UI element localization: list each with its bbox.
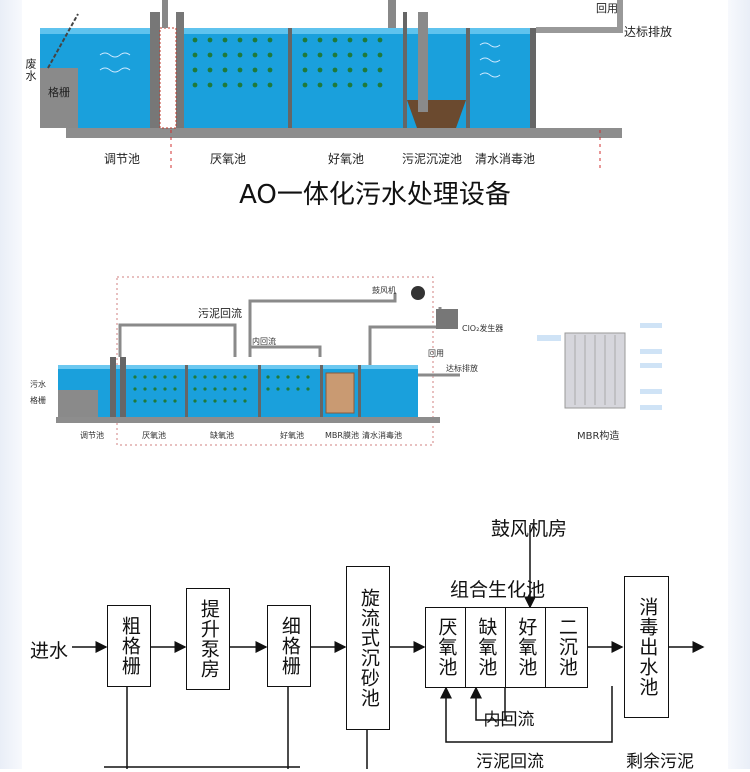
tank-mbr-mid: MBR膜池 bbox=[325, 431, 359, 440]
anoxic-tank-box: 缺氧池 bbox=[464, 606, 507, 688]
sludge-return-label-flow: 污泥回流 bbox=[476, 752, 544, 772]
anaerobic-tank-box: 厌氧池 bbox=[424, 606, 467, 688]
blower-label: 鼓风机 bbox=[372, 286, 396, 295]
tank-regulating-mid: 调节池 bbox=[80, 431, 104, 440]
tank-label-regulating: 调节池 bbox=[104, 152, 141, 166]
flow-connectors bbox=[72, 525, 705, 769]
screen-label-mid: 格栅 bbox=[30, 396, 46, 405]
discharge-label: 达标排放 bbox=[624, 25, 673, 39]
discharge-label-mid: 达标排放 bbox=[446, 364, 478, 373]
aerobic-tank-box: 好氧池 bbox=[504, 606, 547, 688]
clo2-generator-label: ClO₂发生器 bbox=[462, 324, 504, 333]
tank-label-aerobic: 好氧池 bbox=[328, 152, 365, 166]
tank-aerobic-mid: 好氧池 bbox=[280, 431, 304, 440]
secondary-clarifier-box: 二沉池 bbox=[544, 606, 588, 688]
tank-label-anaerobic: 厌氧池 bbox=[210, 152, 247, 166]
inlet-label: 废水 bbox=[24, 58, 37, 82]
aeration-dots bbox=[192, 37, 383, 88]
tank-anaerobic-mid: 厌氧池 bbox=[142, 431, 166, 440]
reuse-label: 回用 bbox=[596, 2, 618, 15]
screen-label: 格栅 bbox=[48, 86, 70, 99]
inlet-label-mid: 污水 bbox=[30, 380, 46, 389]
mbr-structure-caption: MBR构造 bbox=[577, 431, 620, 442]
excess-sludge-label: 剩余污泥 bbox=[626, 752, 694, 772]
lift-pump-box: 提升泵房 bbox=[186, 588, 230, 690]
mbr-process-diagram: 鼓风机 ClO₂发生器 污泥回流 内回流 回用 达标排放 污水 格栅 调节池 厌… bbox=[0, 265, 750, 455]
reuse-label-mid: 回用 bbox=[428, 349, 444, 358]
tank-clearwater-mid: 清水消毒池 bbox=[362, 431, 402, 440]
inlet-label-flow: 进水 bbox=[30, 640, 69, 662]
disinfection-tank-box: 消毒出水池 bbox=[624, 576, 669, 718]
inner-return-box: 内回流 bbox=[483, 710, 535, 731]
coarse-screen-box: 粗格栅 bbox=[107, 605, 151, 687]
tank-label-sludge-settling: 污泥沉淀池 bbox=[402, 152, 463, 166]
tank-label-clearwater: 清水消毒池 bbox=[475, 152, 536, 166]
inner-return-label: 内回流 bbox=[252, 337, 276, 346]
mbr-process-schematic bbox=[56, 276, 662, 446]
tank-anoxic-mid: 缺氧池 bbox=[210, 431, 234, 440]
ao-title: AO一体化污水处理设备 bbox=[239, 180, 511, 210]
process-flowchart: 鼓风机房 组合生化池 进水 粗格栅 提升泵房 细格栅 旋流式沉砂池 厌氧池 缺氧… bbox=[0, 490, 750, 772]
bio-tank-group: 厌氧池 缺氧池 好氧池 二沉池 bbox=[424, 606, 588, 688]
ao-process-diagram: 废水 格栅 回用 达标排放 调节池 厌氧池 好氧池 污泥沉淀池 清水消毒池 bbox=[0, 0, 750, 175]
sludge-return-label: 污泥回流 bbox=[198, 307, 242, 320]
blower-room-label: 鼓风机房 bbox=[491, 518, 568, 540]
vortex-grit-box: 旋流式沉砂池 bbox=[346, 566, 390, 730]
fine-screen-box: 细格栅 bbox=[267, 605, 311, 687]
ao-process-schematic bbox=[40, 0, 623, 172]
bio-group-label: 组合生化池 bbox=[450, 579, 546, 601]
